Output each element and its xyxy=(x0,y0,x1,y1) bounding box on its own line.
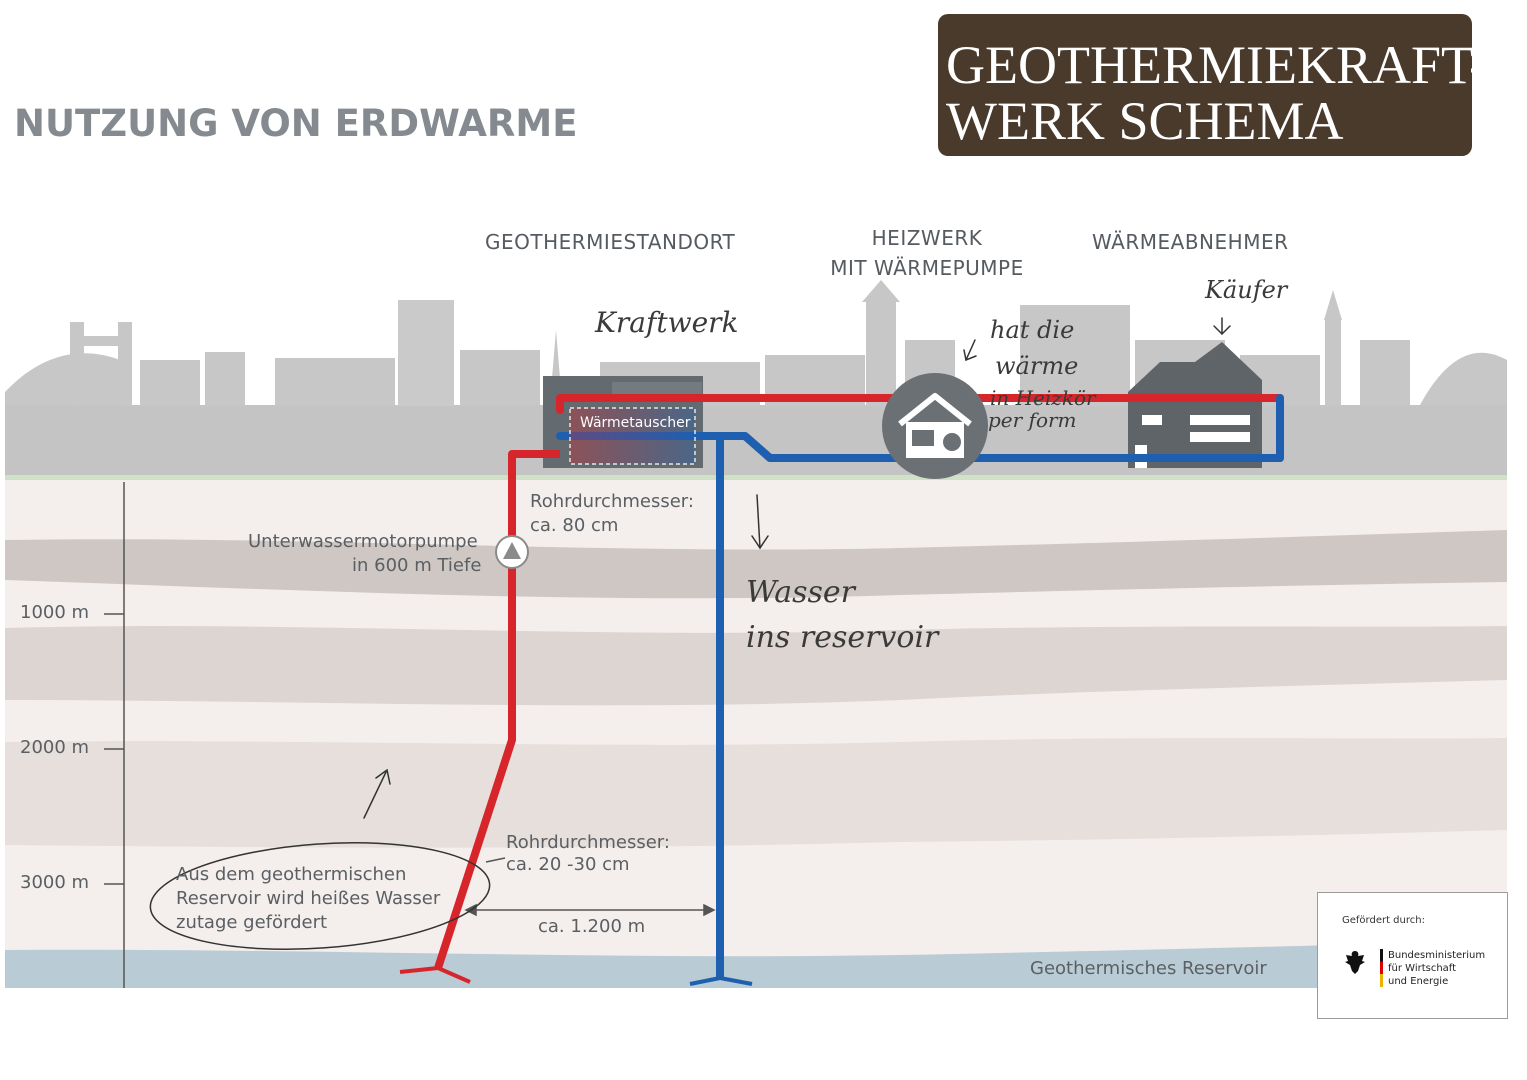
pipe-diameter-top-value: ca. 80 cm xyxy=(530,515,619,536)
title-box-line-2: WERK SCHEMA xyxy=(946,91,1344,151)
header-site: GEOTHERMIESTANDORT xyxy=(485,230,736,254)
distance-arrow xyxy=(464,903,716,917)
flag-stripe xyxy=(1380,949,1383,987)
handwritten-wasser-2: ins reservoir xyxy=(746,620,939,655)
heat-exchanger-label: Wärmetauscher xyxy=(580,415,691,431)
header-heating-line-2: MIT WÄRMEPUMPE xyxy=(830,256,1024,280)
distance-label: ca. 1.200 m xyxy=(538,916,646,937)
funder-logo: Gefördert durch: Bundesministerium für W… xyxy=(1317,892,1508,1019)
funder-heading: Gefördert durch: xyxy=(1342,915,1425,926)
hot-water-text-2: Reservoir wird heißes Wasser xyxy=(176,888,441,909)
reservoir-flow-arrows xyxy=(399,966,753,986)
depth-axis xyxy=(104,482,125,988)
funder-line-2: für Wirtschaft xyxy=(1388,963,1457,974)
funder-line-1: Bundesministerium xyxy=(1388,950,1486,961)
header-consumer: WÄRMEABNEHMER xyxy=(1092,230,1289,254)
title-box: GEOTHERMIEKRAFT- WERK SCHEMA xyxy=(938,14,1487,156)
handwritten-marks xyxy=(149,317,1231,950)
eagle-icon xyxy=(1345,951,1365,974)
handwritten-waerme-3: in Heizkör xyxy=(990,386,1096,410)
funder-line-3: und Energie xyxy=(1388,976,1449,987)
handwritten-waerme-1: hat die xyxy=(990,316,1075,344)
header-heating-line-1: HEIZWERK xyxy=(871,226,983,250)
title-box-line-1: GEOTHERMIEKRAFT- xyxy=(946,35,1488,95)
reservoir-label: Geothermisches Reservoir xyxy=(1030,958,1267,979)
heat-pump-icon xyxy=(882,373,988,479)
pipe-diameter-bottom-label: Rohrdurchmesser: xyxy=(506,832,670,853)
pipe-diameter-bottom-value: ca. 20 -30 cm xyxy=(506,854,630,875)
depth-label-3000: 3000 m xyxy=(20,872,90,893)
hot-water-text-1: Aus dem geothermischen xyxy=(176,864,407,885)
pipe-diameter-top-label: Rohrdurchmesser: xyxy=(530,491,694,512)
underground-strata xyxy=(5,472,1507,988)
handwritten-wasser-1: Wasser xyxy=(746,575,855,610)
page-title: NUTZUNG VON ERDWARME xyxy=(14,102,578,145)
underground-pipes xyxy=(434,432,724,978)
handwritten-kraftwerk: Kraftwerk xyxy=(595,306,739,339)
handwritten-kaeufer: Käufer xyxy=(1205,276,1288,304)
handwritten-waerme-2: wärme xyxy=(995,352,1079,380)
handwritten-waerme-4: per form xyxy=(988,408,1077,432)
pump-label: Unterwassermotorpumpe xyxy=(248,531,478,552)
pump-icon xyxy=(495,535,529,569)
depth-label-2000: 2000 m xyxy=(20,737,90,758)
pump-depth-label: in 600 m Tiefe xyxy=(352,555,482,576)
hot-water-text-3: zutage gefördert xyxy=(176,912,328,933)
depth-label-1000: 1000 m xyxy=(20,602,90,623)
